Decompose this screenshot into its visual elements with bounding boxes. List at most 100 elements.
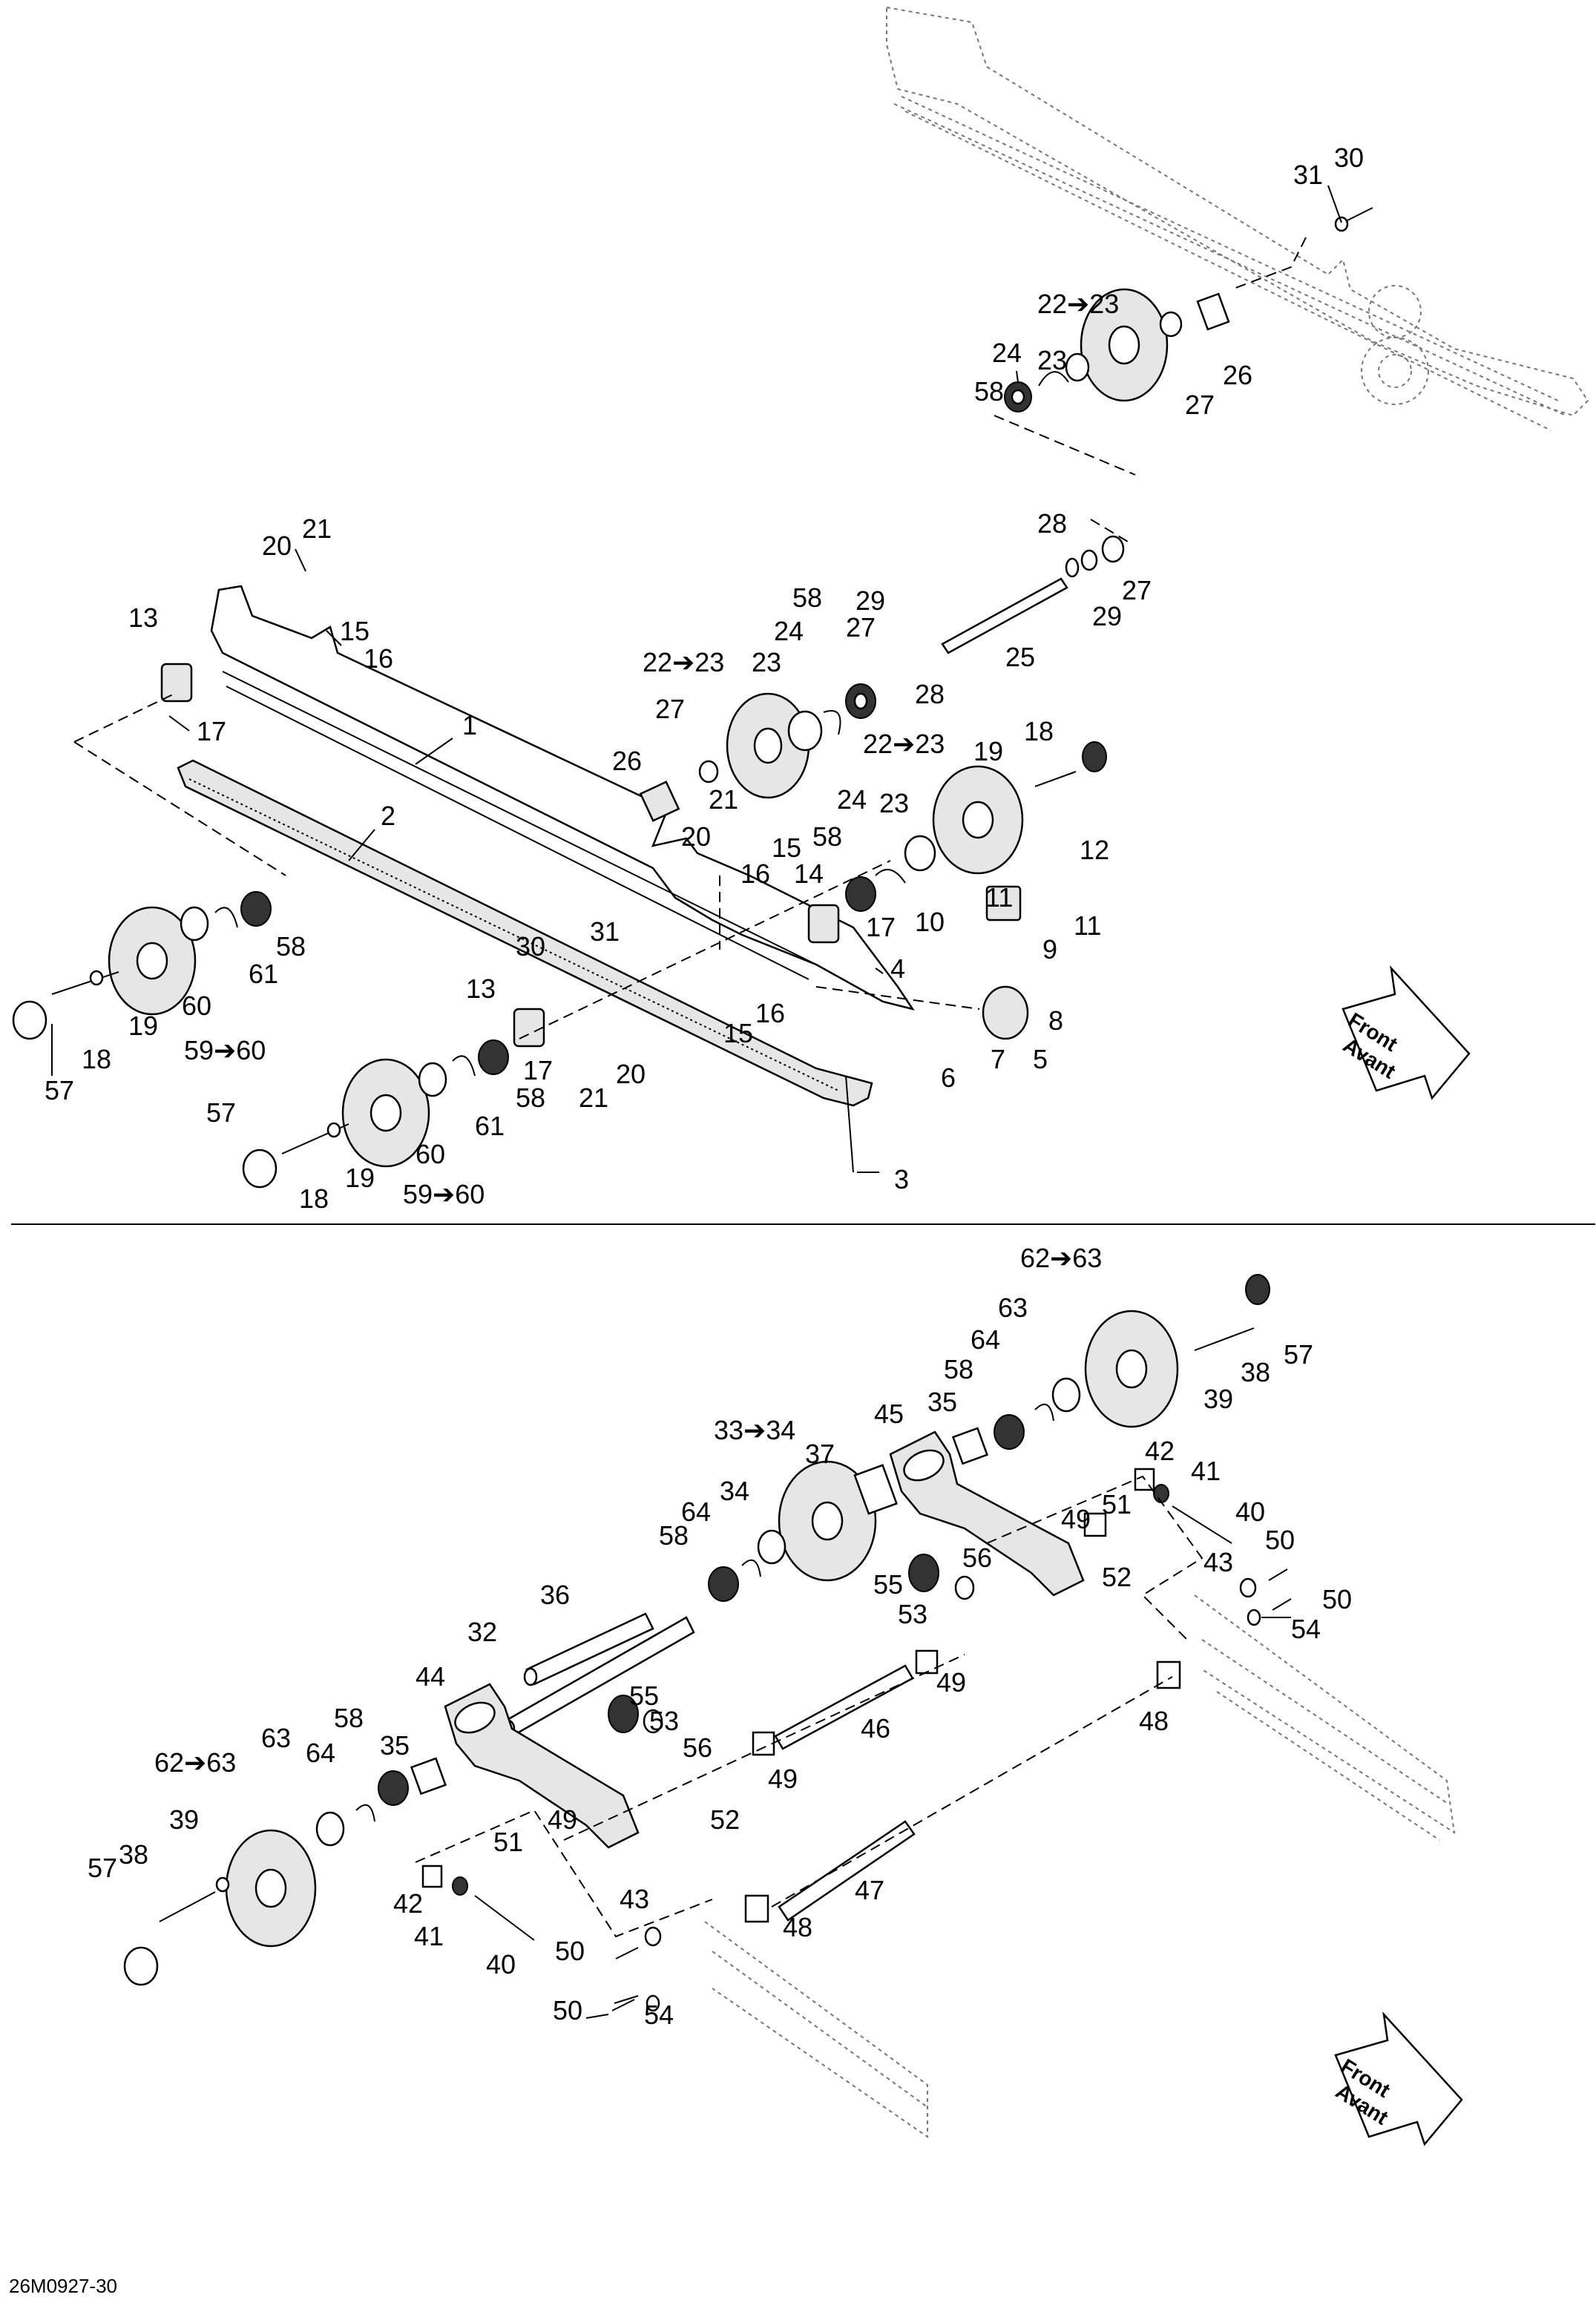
- washer-43-left: [644, 1926, 662, 1947]
- callout: 52: [1102, 1562, 1132, 1592]
- rail-1: [210, 585, 915, 1011]
- callout: 29: [856, 585, 885, 616]
- callout: 60: [416, 1139, 445, 1169]
- callout: 49: [936, 1667, 966, 1698]
- callout: 34: [720, 1476, 749, 1506]
- callout: 24: [992, 338, 1022, 368]
- callout: 38: [1241, 1357, 1270, 1387]
- assembly-line-h: [563, 1654, 965, 1841]
- callout: 36: [540, 1580, 570, 1610]
- callout: 31: [590, 916, 620, 947]
- washer-43-right: [1239, 1577, 1257, 1598]
- callout: 35: [380, 1730, 410, 1761]
- callout: 42: [1145, 1436, 1175, 1466]
- callout: 50: [553, 1995, 582, 2026]
- callout: 21: [709, 784, 738, 815]
- wheel-62-63-left: [123, 1757, 447, 1986]
- bolt-50-right-a: [1268, 1568, 1288, 1581]
- callout: 18: [299, 1183, 329, 1214]
- callout: 55: [873, 1569, 903, 1600]
- bushing-49-b: [915, 1649, 939, 1675]
- callout: 53: [649, 1706, 679, 1736]
- callout: 15: [772, 832, 801, 863]
- tube-47: [778, 1820, 916, 1922]
- callout: 19: [345, 1163, 375, 1193]
- assembly-line-a: [73, 693, 175, 743]
- callout: 29: [1092, 601, 1122, 631]
- callout: 42: [393, 1888, 423, 1919]
- wheel-22-23-center: [639, 683, 876, 822]
- callout: 26: [1223, 360, 1252, 390]
- callout: 58: [659, 1520, 689, 1551]
- callout: 37: [805, 1439, 835, 1469]
- callout: 43: [620, 1884, 649, 1914]
- callout: 11: [985, 882, 1013, 913]
- assembly-line-g: [415, 1809, 713, 1938]
- wheel-59-60-lower: [242, 1039, 509, 1189]
- callout: 31: [1293, 160, 1323, 190]
- callout: 23: [1037, 345, 1067, 375]
- callout: 16: [364, 643, 393, 674]
- callout: 28: [1037, 508, 1067, 539]
- callout: 50: [1265, 1525, 1295, 1555]
- bolt-40-left: [474, 1895, 535, 1941]
- front-direction-arrow-top[interactable]: Front Avant: [1339, 965, 1471, 1100]
- callout: 8: [1048, 1005, 1063, 1036]
- bushing-49-a: [752, 1731, 775, 1756]
- callout: 58: [812, 821, 842, 852]
- callout: 7: [991, 1044, 1005, 1074]
- washer-56-upper: [954, 1575, 975, 1600]
- callout: 44: [416, 1661, 445, 1692]
- callout: 22➔23: [643, 647, 724, 677]
- callout: 32: [467, 1617, 497, 1647]
- bushing-49-c: [1083, 1512, 1107, 1537]
- callout: 5: [1033, 1044, 1048, 1074]
- diagram-code: 26M0927-30: [9, 2275, 117, 2297]
- callout: 13: [466, 973, 496, 1004]
- callout: 20: [681, 821, 711, 852]
- callout: 23: [752, 647, 781, 677]
- callout: 57: [45, 1075, 74, 1105]
- callout: 49: [548, 1804, 577, 1835]
- callout: 25: [1005, 642, 1035, 672]
- arm-45: [889, 1430, 1085, 1597]
- tube-36: [523, 1612, 654, 1686]
- spring-53-lower: [608, 1695, 639, 1733]
- callout: 49: [768, 1764, 798, 1794]
- callout: 22➔23: [1037, 289, 1119, 319]
- callout: 20: [262, 530, 292, 561]
- arm-44: [444, 1683, 640, 1849]
- callout: 61: [475, 1111, 505, 1141]
- callout: 13: [128, 602, 158, 633]
- nut-41-left: [452, 1876, 468, 1896]
- callout: 58: [792, 582, 822, 613]
- callout: 57: [88, 1853, 117, 1883]
- front-direction-arrow-bottom[interactable]: Front Avant: [1332, 2011, 1463, 2146]
- callout: 41: [1191, 1456, 1221, 1486]
- assembly-line-i: [771, 1676, 1173, 1908]
- axle-25: [941, 519, 1129, 654]
- callout: 18: [1024, 716, 1054, 746]
- callout: 27: [846, 612, 876, 643]
- callout: 19: [128, 1011, 158, 1041]
- callout: 24: [837, 784, 867, 815]
- callout: 48: [783, 1912, 812, 1942]
- callout: 27: [655, 694, 685, 724]
- callout: 57: [1284, 1339, 1313, 1370]
- callout: 27: [1185, 390, 1215, 420]
- callout: 38: [119, 1839, 148, 1870]
- callout: 15: [340, 616, 370, 646]
- callout: 64: [306, 1738, 335, 1768]
- callout: 28: [915, 679, 945, 709]
- callout: 54: [644, 2000, 674, 2030]
- part-13-bottom: [513, 1008, 545, 1048]
- assembly-line-e: [815, 986, 980, 1010]
- callout: 54: [1291, 1614, 1321, 1644]
- callout: 39: [169, 1804, 199, 1835]
- callout: 20: [616, 1059, 646, 1089]
- washer-56-lower: [643, 1709, 663, 1734]
- bolt-50-right-b: [1272, 1598, 1292, 1611]
- washer-54-right: [1247, 1609, 1261, 1626]
- callout: 49: [1061, 1504, 1091, 1534]
